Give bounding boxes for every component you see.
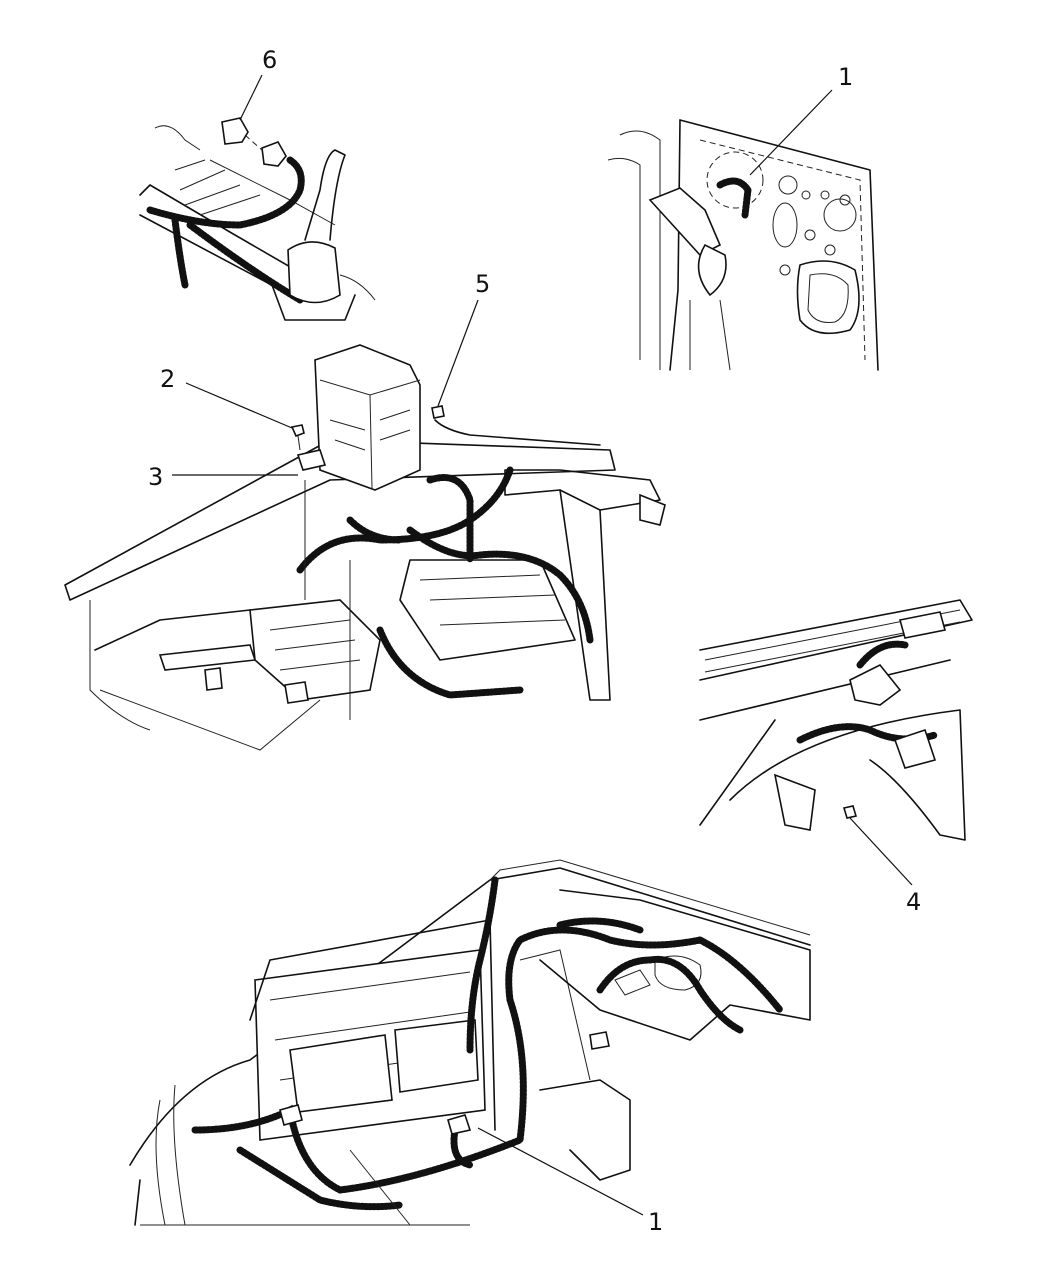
lower-front-end-view [129,859,811,1226]
clip-4-icon [842,805,858,819]
leader-lines [172,74,913,1216]
inset-firewall-passthrough [607,119,879,371]
firewall-connector-icon [648,187,722,256]
callout-label-2: 2 [160,365,176,393]
callout-label-1-bottom: 1 [648,1208,664,1236]
inset-fender-detail [699,599,973,841]
connector-6-icon [221,117,249,145]
inset-connector-detail [139,117,376,321]
callout-label-5: 5 [475,270,491,298]
callout-label-3: 3 [148,463,164,491]
relay-block-icon [249,599,381,701]
callout-label-4: 4 [906,888,922,916]
bracket-3-icon [296,449,327,471]
callout-label-1-top: 1 [838,63,854,91]
callout-label-6: 6 [262,46,278,74]
main-pdc-view [64,344,666,751]
screw-2-icon [290,424,305,438]
power-distribution-center-icon [314,344,421,491]
nut-5-icon [431,405,445,419]
harness-connector-icon [447,1114,472,1135]
